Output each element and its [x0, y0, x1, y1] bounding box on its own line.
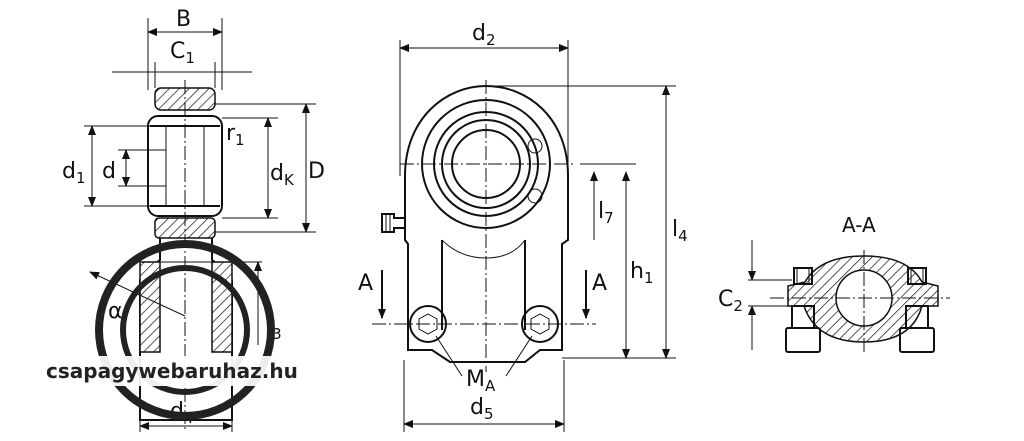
watermark-bearing-ring-inner — [120, 265, 250, 395]
section-title: A-A — [842, 213, 876, 237]
screw-right-top — [907, 267, 927, 285]
dim-C1: C1 — [170, 39, 195, 67]
section-mark-left: A — [358, 271, 373, 296]
dim-alpha: α — [108, 299, 123, 324]
bolt-left — [409, 305, 447, 343]
screw-left-top — [793, 267, 813, 285]
section-view: A-A C2 — [718, 213, 950, 353]
dim-d2: d2 — [472, 21, 496, 49]
watermark-text: csapagywebaruhaz.hu — [46, 359, 298, 383]
screw-right-head — [899, 327, 935, 353]
watermark-bearing-ring-outer — [95, 240, 275, 420]
grease-nipple — [381, 213, 405, 233]
dim-d1: d1 — [62, 159, 86, 187]
screw-left-head — [785, 327, 821, 353]
housing-outline — [404, 84, 569, 363]
dim-B: B — [176, 7, 191, 32]
dim-D: D — [308, 159, 325, 184]
dim-d: d — [102, 159, 116, 184]
front-view: d2 l4 h1 l7 A A MA d5 — [358, 21, 688, 432]
dim-r1: r1 — [226, 121, 245, 149]
dim-l7: l7 — [598, 199, 614, 227]
lube-hole-lower — [527, 188, 543, 204]
dim-MA: MA — [466, 367, 496, 395]
lube-hole-upper — [527, 138, 543, 154]
dim-dK: dK — [270, 161, 295, 189]
dim-d5: d5 — [470, 395, 494, 423]
bolt-right — [521, 305, 559, 343]
dim-h1: h1 — [630, 259, 654, 287]
watermark: csapagywebaruhaz.hu — [40, 240, 312, 420]
dim-C2: C2 — [718, 287, 743, 315]
dim-l4: l4 — [672, 217, 688, 245]
section-mark-right: A — [592, 271, 607, 296]
